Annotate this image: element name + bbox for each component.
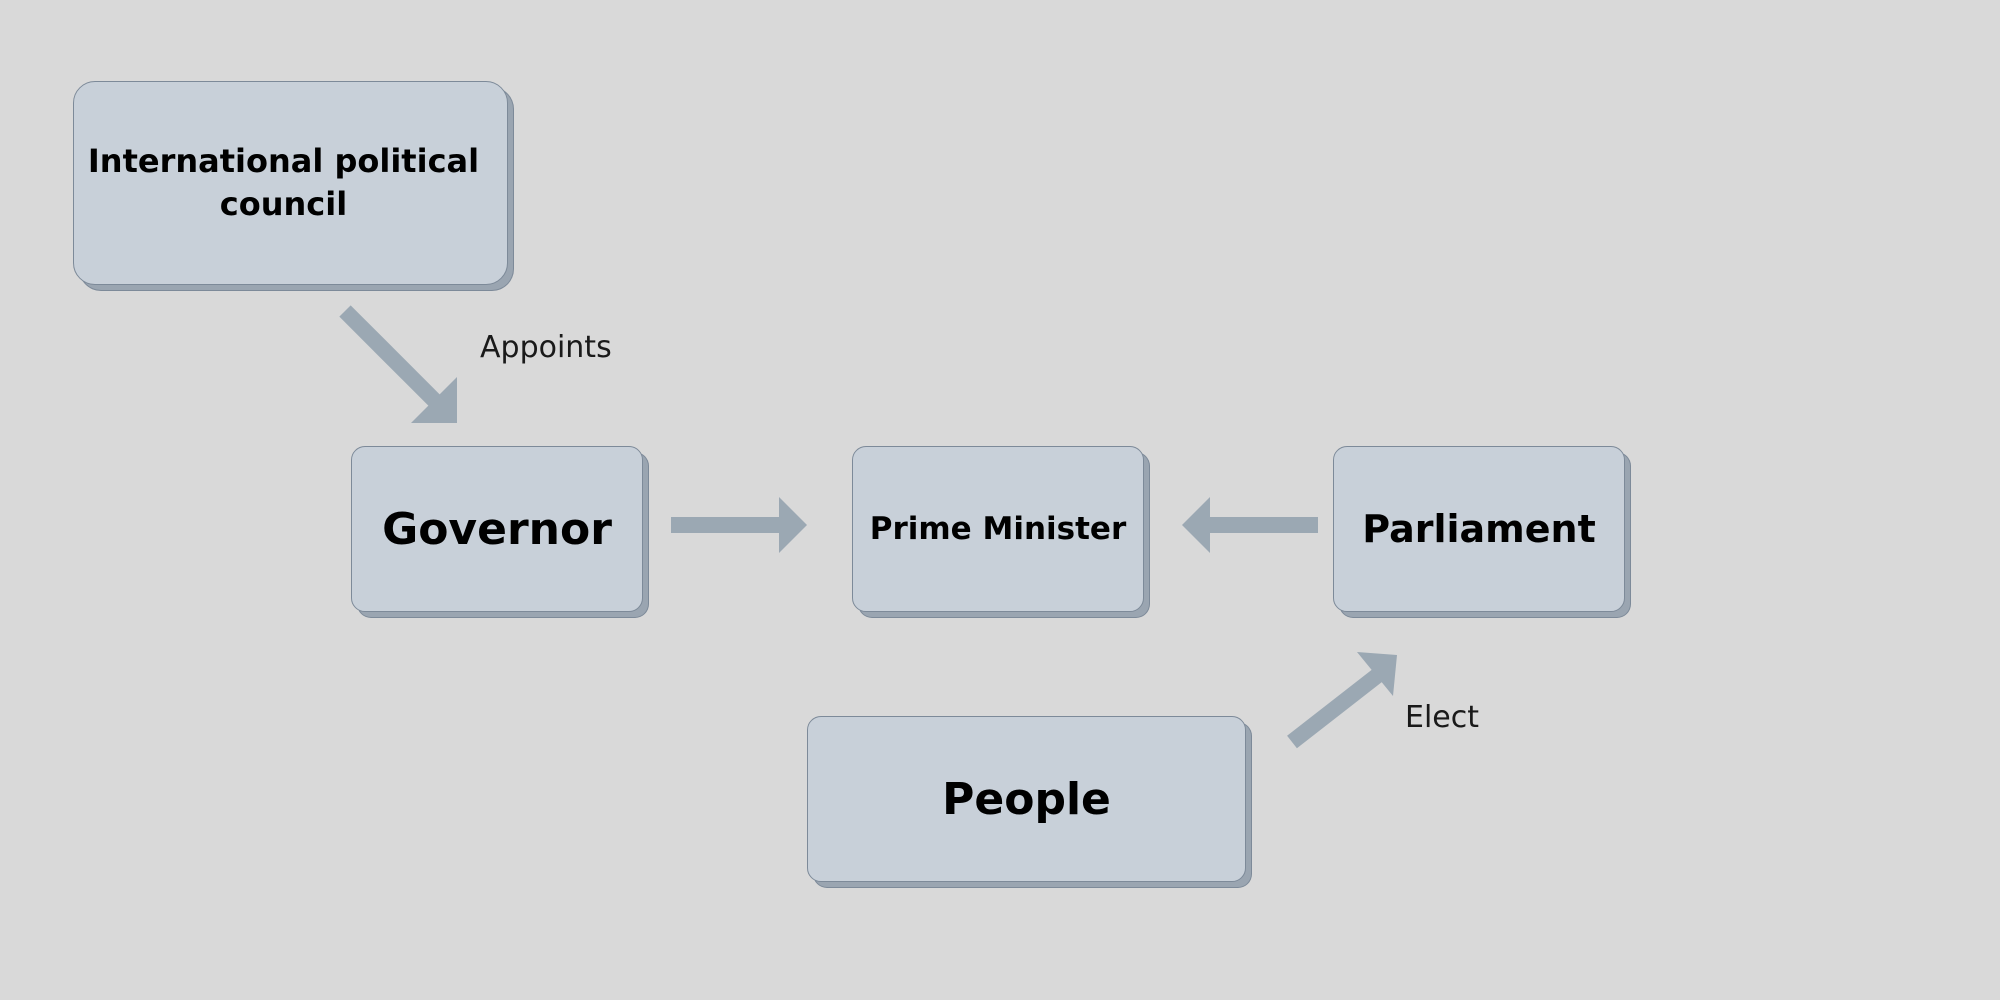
node-council-line-1: International political (87, 142, 480, 180)
node-parliament-label: Parliament (1362, 507, 1596, 551)
arrow-parliament-to-pm (1182, 497, 1318, 553)
arrow-governor-to-pm (671, 497, 807, 553)
arrow-people-to-parliament (1287, 652, 1397, 749)
node-people-label: People (942, 773, 1111, 825)
edge-label-appoints: Appoints (480, 330, 612, 365)
node-international-political-council: International political council (73, 81, 508, 285)
node-governor-label: Governor (382, 503, 612, 555)
node-council-line-2: council (219, 185, 348, 223)
node-people: People (807, 716, 1246, 882)
node-governor: Governor (351, 446, 643, 612)
node-parliament: Parliament (1333, 446, 1625, 612)
node-prime-minister-label: Prime Minister (869, 511, 1127, 547)
node-prime-minister: Prime Minister (852, 446, 1144, 612)
arrow-council-to-governor (339, 305, 457, 423)
edge-label-elect: Elect (1405, 700, 1480, 735)
